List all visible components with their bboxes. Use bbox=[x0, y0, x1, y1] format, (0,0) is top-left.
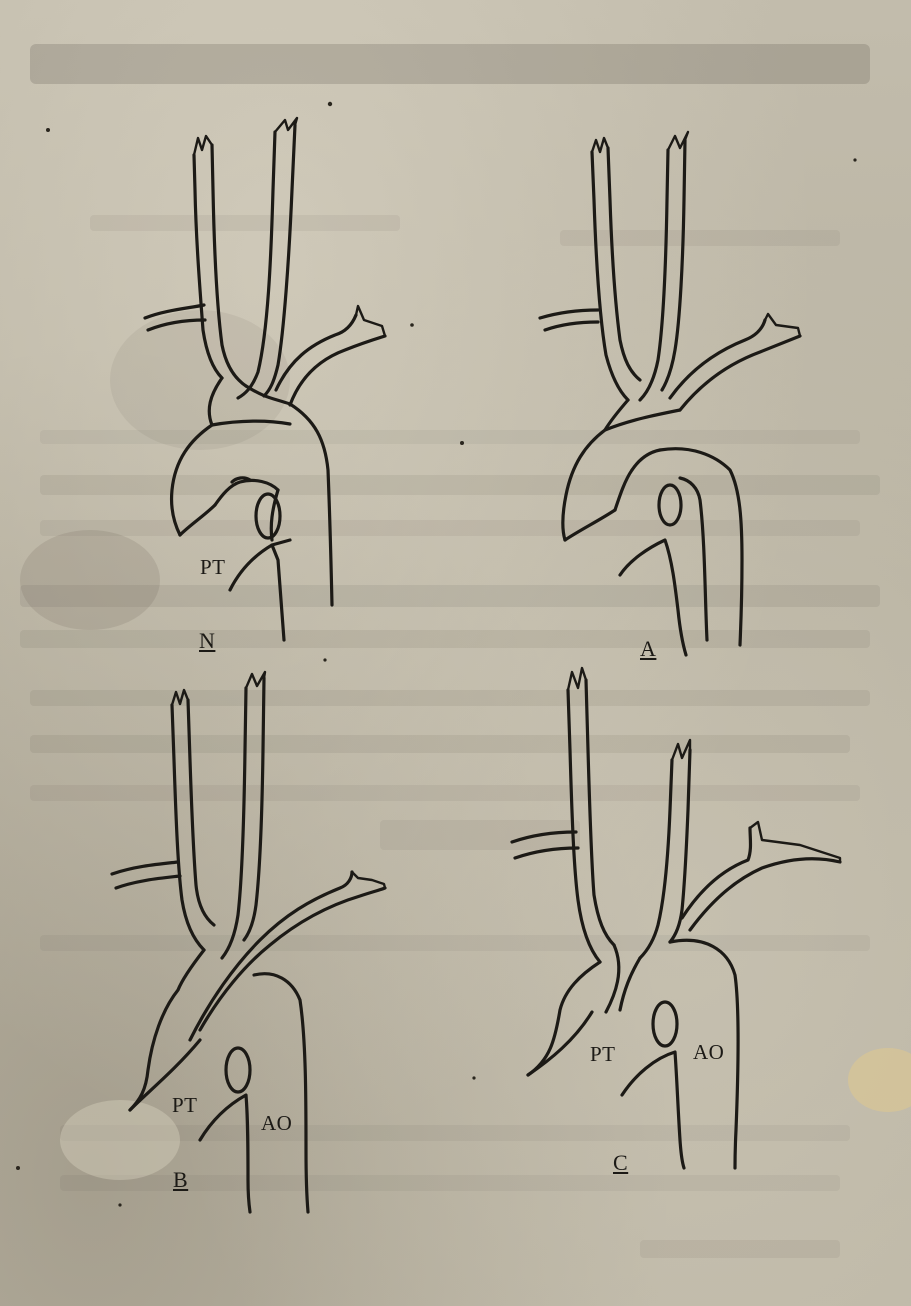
descending-aorta bbox=[230, 540, 290, 640]
panel-label-n: N bbox=[199, 628, 215, 654]
diagram-c bbox=[512, 668, 840, 1168]
panel-label-a: A bbox=[640, 636, 656, 662]
brachiocephalic-branch bbox=[145, 136, 246, 386]
ao-label-c: AO bbox=[693, 1040, 724, 1065]
panel-label-c: C bbox=[613, 1150, 628, 1176]
left-common-carotid-branch-c bbox=[640, 740, 690, 958]
ductus-loop bbox=[256, 494, 280, 538]
pt-label-c: PT bbox=[590, 1042, 616, 1067]
diagram-n bbox=[145, 118, 385, 640]
left-subclavian-branch-c bbox=[682, 822, 840, 930]
ductus-loop-a bbox=[620, 485, 686, 655]
left-subclavian-branch-b bbox=[190, 872, 385, 1040]
dust-specks bbox=[16, 102, 857, 1207]
right-common-carotid-branch-b bbox=[112, 690, 214, 950]
right-common-carotid-branch-c bbox=[512, 668, 614, 962]
left-subclavian-branch bbox=[276, 306, 385, 405]
diagram-a bbox=[540, 132, 800, 655]
panel-label-b: B bbox=[173, 1167, 188, 1193]
ductus-loop-b bbox=[200, 1048, 250, 1212]
ductus-loop-c bbox=[622, 1002, 684, 1168]
left-common-carotid-branch-a bbox=[640, 132, 688, 400]
descending-aorta-a bbox=[660, 449, 742, 645]
right-common-carotid-branch-a bbox=[540, 138, 640, 400]
pt-label-n: PT bbox=[200, 555, 226, 580]
left-subclavian-branch-a bbox=[670, 314, 800, 410]
left-common-carotid-branch-b bbox=[222, 672, 265, 958]
pulmonary-trunk bbox=[215, 478, 278, 540]
left-carotid-branch bbox=[238, 118, 297, 398]
aortic-arch bbox=[172, 378, 332, 605]
pt-label-b: PT bbox=[172, 1093, 198, 1118]
ao-label-b: AO bbox=[261, 1111, 292, 1136]
diagram-b bbox=[112, 672, 385, 1212]
